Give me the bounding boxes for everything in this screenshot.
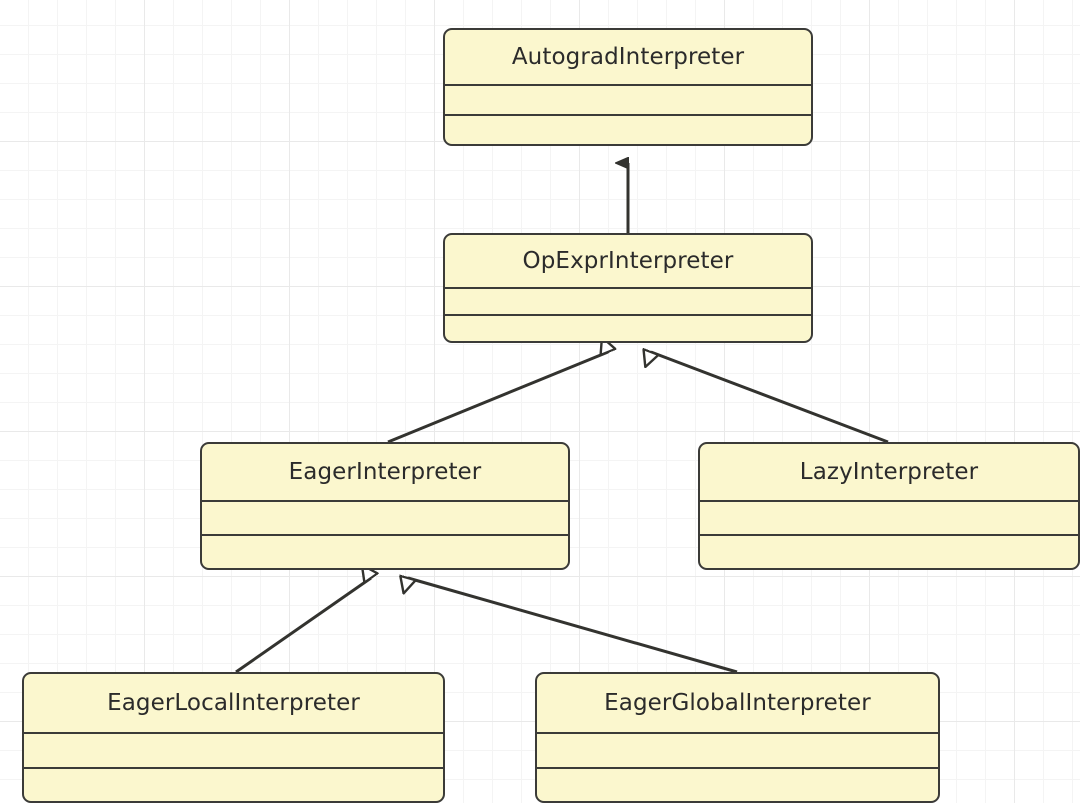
edge-lazy-to-opexpr (651, 352, 889, 444)
class-attributes-compartment (445, 86, 811, 116)
class-name-eager-local-interpreter: EagerLocalInterpreter (24, 674, 443, 734)
class-node-eager-local-interpreter[interactable]: EagerLocalInterpreter (22, 672, 445, 803)
class-node-lazy-interpreter[interactable]: LazyInterpreter (698, 442, 1080, 570)
class-node-opexpr-interpreter[interactable]: OpExprInterpreter (443, 233, 813, 343)
class-name-lazy-interpreter: LazyInterpreter (700, 444, 1078, 502)
class-name-opexpr-interpreter: OpExprInterpreter (445, 235, 811, 289)
class-attributes-compartment (24, 734, 443, 769)
class-attributes-compartment (445, 289, 811, 316)
class-operations-compartment (24, 769, 443, 802)
class-operations-compartment (445, 116, 811, 144)
class-attributes-compartment (202, 502, 568, 536)
class-operations-compartment (537, 769, 938, 802)
class-operations-compartment (445, 316, 811, 341)
class-name-autograd-interpreter: AutogradInterpreter (445, 30, 811, 86)
class-operations-compartment (202, 536, 568, 568)
class-attributes-compartment (537, 734, 938, 769)
edge-eagerlocal-to-eager (235, 578, 371, 674)
edge-eager-to-opexpr (387, 352, 608, 444)
class-node-eager-interpreter[interactable]: EagerInterpreter (200, 442, 570, 570)
class-node-eager-global-interpreter[interactable]: EagerGlobalInterpreter (535, 672, 940, 803)
class-node-autograd-interpreter[interactable]: AutogradInterpreter (443, 28, 813, 146)
class-name-eager-interpreter: EagerInterpreter (202, 444, 568, 502)
edge-eagerglobal-to-eager (408, 578, 738, 674)
class-attributes-compartment (700, 502, 1078, 536)
class-name-eager-global-interpreter: EagerGlobalInterpreter (537, 674, 938, 734)
class-operations-compartment (700, 536, 1078, 568)
